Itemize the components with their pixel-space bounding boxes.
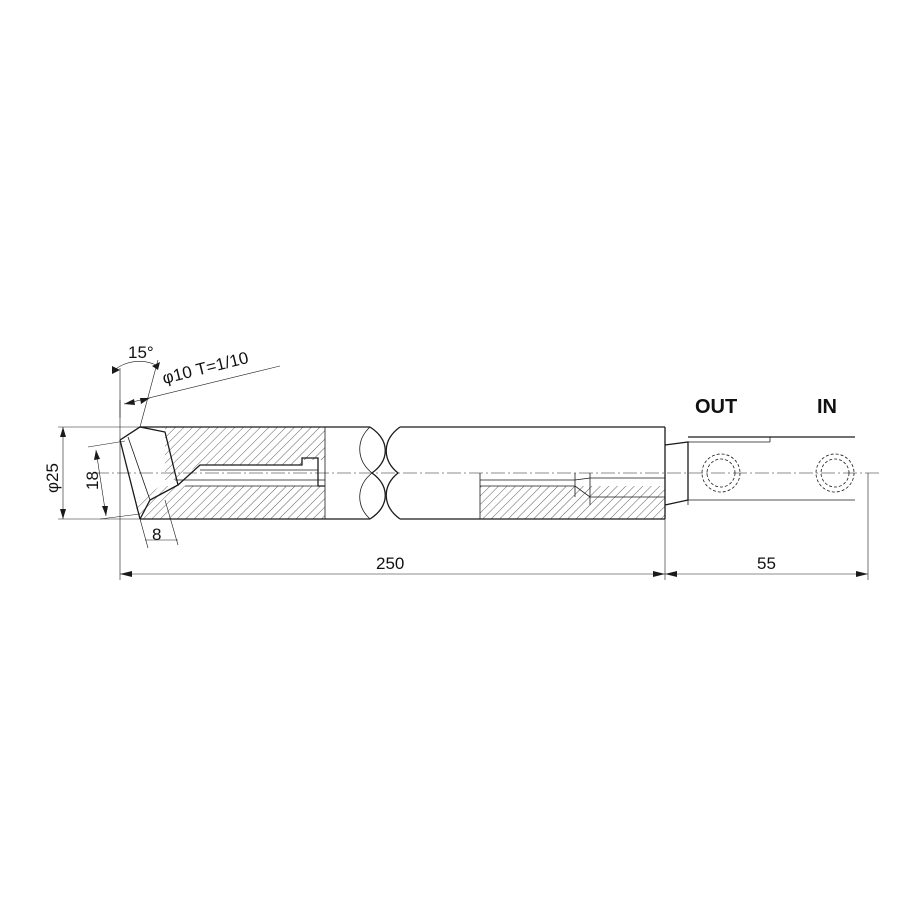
shaft-left-section <box>119 426 370 520</box>
shaft-right-section <box>400 426 666 520</box>
dimension-diameter: φ25 <box>43 426 140 520</box>
in-port-hole-icon <box>815 453 855 493</box>
in-label: IN <box>817 396 837 418</box>
bore-spec-label: φ10 T=1/10 <box>160 348 250 388</box>
tip-dim-label: 8 <box>152 525 161 544</box>
angle-label: 15° <box>128 343 154 362</box>
diameter-label: φ25 <box>43 463 62 493</box>
dimension-inner: 18 <box>83 440 141 520</box>
out-port-hole-icon <box>701 453 741 493</box>
dimension-angle: 15° φ10 T=1/10 <box>111 343 281 440</box>
dimension-lengths: 250 55 <box>119 440 869 580</box>
overall-length-label: 250 <box>376 554 404 573</box>
inner-dim-label: 18 <box>83 471 102 490</box>
break-lines <box>359 426 401 520</box>
head-block <box>664 436 855 506</box>
dimension-tip: 8 <box>139 499 179 549</box>
head-length-label: 55 <box>757 554 776 573</box>
out-label: OUT <box>695 396 737 418</box>
